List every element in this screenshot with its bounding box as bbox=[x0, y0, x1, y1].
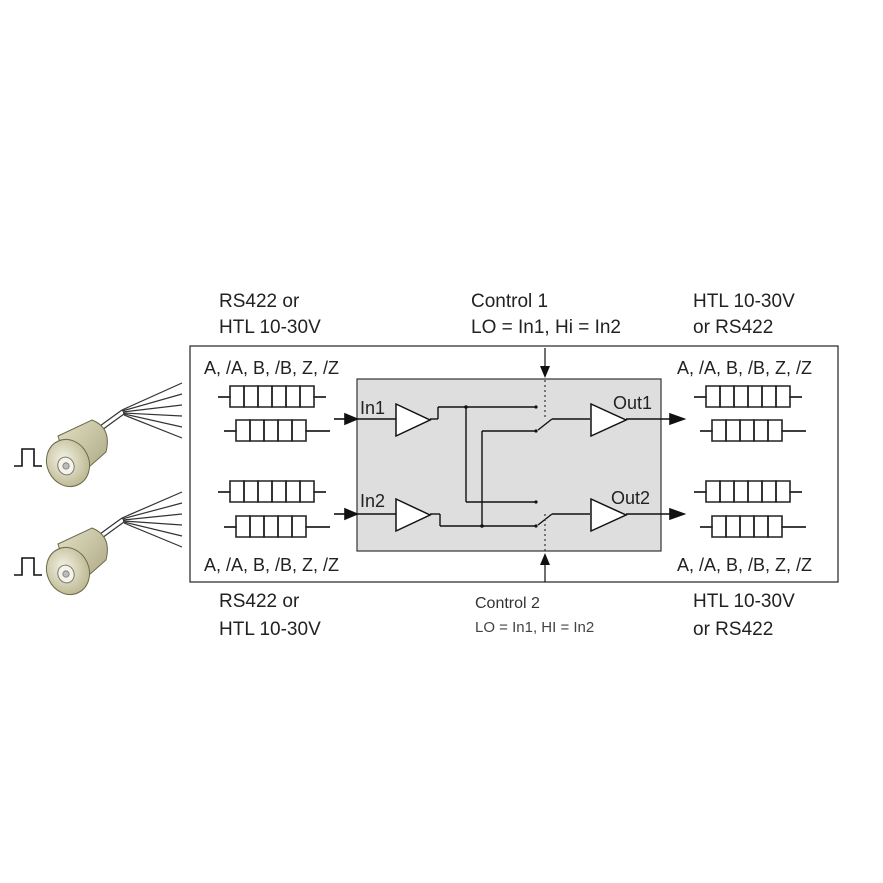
top-right-label-line1: HTL 10-30V bbox=[693, 291, 795, 312]
input-amplifier-2 bbox=[395, 497, 432, 533]
top-left-label-line1: RS422 or bbox=[219, 291, 300, 312]
output-waveforms-bottom bbox=[694, 480, 806, 538]
input-waveforms-top bbox=[218, 385, 330, 442]
output-arrows bbox=[669, 412, 687, 521]
control2-desc: LO = In1, HI = In2 bbox=[475, 619, 595, 636]
output-amplifier-2 bbox=[590, 497, 628, 533]
signals-in-bottom: A, /A, B, /B, Z, /Z bbox=[204, 555, 340, 575]
control1-title: Control 1 bbox=[471, 291, 549, 312]
input-arrows bbox=[334, 412, 360, 521]
bottom-left-label-line1: RS422 or bbox=[219, 591, 300, 612]
amplifiers bbox=[395, 402, 628, 533]
encoder-top bbox=[45, 419, 108, 487]
top-right-label-line2: or RS422 bbox=[693, 317, 774, 338]
encoder-bottom bbox=[45, 527, 108, 595]
in1-label: In1 bbox=[360, 398, 386, 418]
in2-label: In2 bbox=[360, 491, 386, 511]
pulse-icon-top bbox=[14, 448, 42, 467]
signals-out-bottom: A, /A, B, /B, Z, /Z bbox=[677, 555, 813, 575]
junction-dots bbox=[464, 405, 538, 528]
output-waveforms-top bbox=[694, 385, 806, 442]
out1-label: Out1 bbox=[613, 393, 653, 413]
top-left-label-line2: HTL 10-30V bbox=[219, 317, 321, 338]
out2-label: Out2 bbox=[611, 488, 651, 508]
signals-out-top: A, /A, B, /B, Z, /Z bbox=[677, 358, 813, 378]
bottom-left-label-line2: HTL 10-30V bbox=[219, 619, 321, 640]
input-amplifier-1 bbox=[395, 402, 432, 438]
input-waveforms-bottom bbox=[218, 480, 330, 538]
control2-title: Control 2 bbox=[475, 595, 540, 612]
internal-wiring bbox=[357, 406, 672, 527]
bottom-right-label-line2: or RS422 bbox=[693, 619, 774, 640]
control-lines bbox=[540, 348, 550, 582]
output-amplifier-1 bbox=[590, 402, 628, 438]
signals-in-top: A, /A, B, /B, Z, /Z bbox=[204, 358, 340, 378]
bottom-right-label-line1: HTL 10-30V bbox=[693, 591, 795, 612]
encoder-wires-top bbox=[91, 382, 183, 439]
pulse-icon-bottom bbox=[14, 557, 42, 576]
encoder-wires-bottom bbox=[91, 491, 183, 548]
control1-desc: LO = In1, Hi = In2 bbox=[471, 317, 621, 338]
